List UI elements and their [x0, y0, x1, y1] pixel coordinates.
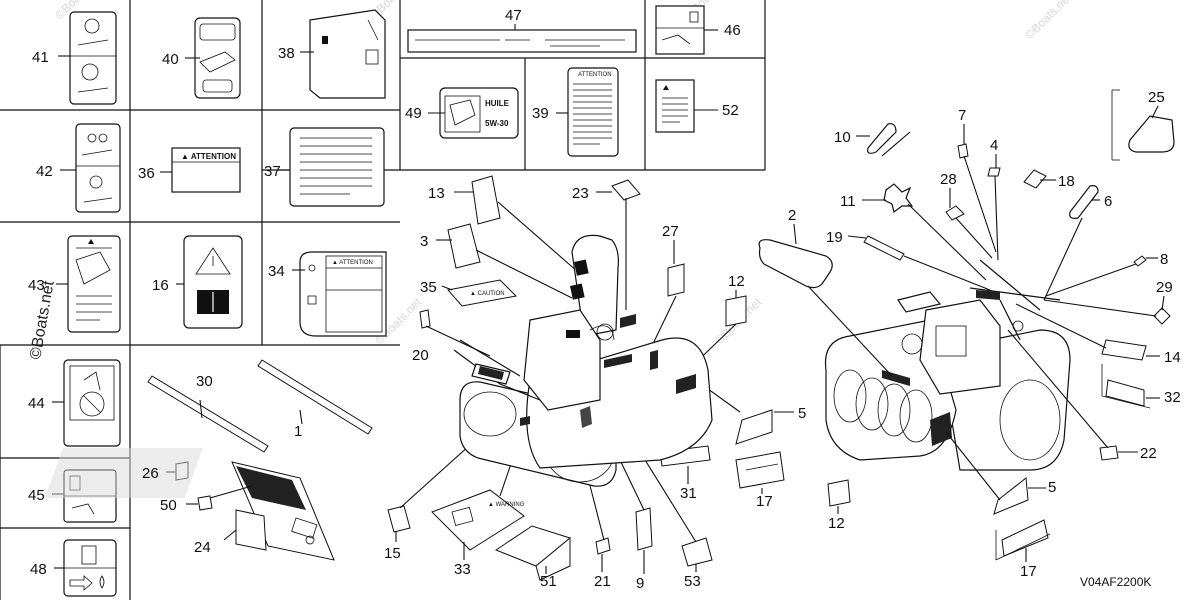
callout-37: 37: [264, 163, 281, 180]
callout-11: 11: [840, 193, 856, 210]
callout-16: 16: [152, 277, 169, 294]
label-44: [52, 359, 121, 447]
label-37: [278, 127, 385, 207]
callout-46: 46: [724, 22, 741, 39]
label-46: [655, 5, 718, 55]
callout-5a: 5: [798, 405, 806, 422]
callout-12b: 12: [828, 515, 845, 532]
snowblower-right: [824, 259, 1071, 471]
callout-43: 43: [28, 277, 45, 294]
attention-fr-text: ATTENTION: [578, 72, 612, 78]
callout-32: 32: [1164, 389, 1181, 406]
callout-38: 38: [278, 45, 295, 62]
label-39: ATTENTION: [556, 67, 619, 157]
callout-44: 44: [28, 395, 45, 412]
callout-25: 25: [1148, 89, 1165, 106]
callout-47: 47: [505, 7, 522, 24]
label-34: ▲ ATTENTION: [292, 251, 387, 337]
huile-text: HUILE: [485, 99, 510, 108]
oil-grade-text: 5W-30: [485, 119, 509, 128]
callout-45: 45: [28, 487, 45, 504]
label-40: [185, 17, 241, 99]
callout-30: 30: [196, 373, 213, 390]
callout-15: 15: [384, 545, 401, 562]
label-36: ▲ ATTENTION: [160, 147, 241, 193]
callout-28: 28: [940, 171, 957, 188]
callout-6: 6: [1104, 193, 1112, 210]
callout-42: 42: [36, 163, 53, 180]
label-47: [407, 24, 637, 53]
caution-text: ▲ CAUTION: [470, 291, 505, 297]
callout-17a: 17: [756, 493, 773, 510]
callout-48: 48: [30, 561, 47, 578]
callout-23: 23: [572, 185, 589, 202]
label-16: [176, 235, 243, 329]
callout-50: 50: [160, 497, 177, 514]
callout-10: 10: [834, 129, 851, 146]
callout-17b: 17: [1020, 563, 1037, 580]
callout-13: 13: [428, 185, 445, 202]
loose-labels-left: ▲ CAUTION ▲ WARNING: [44, 175, 785, 581]
callout-31: 31: [680, 485, 697, 502]
attention-small-text: ▲ ATTENTION: [332, 260, 373, 266]
callout-29: 29: [1156, 279, 1173, 296]
callout-3: 3: [420, 233, 428, 250]
callout-12a: 12: [728, 273, 745, 290]
callout-36: 36: [138, 165, 155, 182]
attention-text: ▲ ATTENTION: [181, 152, 236, 161]
callout-27: 27: [662, 223, 679, 240]
callout-8: 8: [1160, 251, 1168, 268]
callout-4: 4: [990, 137, 998, 154]
label-49: HUILE 5W-30: [428, 87, 519, 139]
callout-49: 49: [405, 105, 422, 122]
warning-text: ▲ WARNING: [488, 502, 525, 508]
callout-26: 26: [142, 465, 159, 482]
snowblower-left: [453, 234, 713, 487]
callout-53: 53: [684, 573, 701, 590]
callout-52: 52: [722, 102, 739, 119]
callout-1: 1: [294, 423, 302, 440]
callout-5b: 5: [1048, 479, 1056, 496]
callout-39: 39: [532, 105, 549, 122]
callout-22: 22: [1140, 445, 1157, 462]
callout-35: 35: [420, 279, 437, 296]
callout-51: 51: [540, 573, 557, 590]
label-41: [58, 11, 117, 105]
loose-labels-right: [758, 89, 1175, 561]
callout-2: 2: [788, 207, 796, 224]
callout-40: 40: [162, 51, 179, 68]
label-43: [56, 235, 121, 333]
callouts: 41 40 38 47 46 49 39 52 42 36 37 43 16 3…: [28, 7, 1181, 592]
watermark: ©Boats.net: [1022, 0, 1074, 42]
label-42: [60, 123, 121, 213]
callout-33: 33: [454, 561, 471, 578]
callout-19: 19: [826, 229, 843, 246]
callout-14: 14: [1164, 349, 1181, 366]
label-52: [655, 79, 718, 133]
label-38: [300, 9, 386, 99]
diagram-code: V04AF2200K: [1080, 575, 1151, 589]
callout-7: 7: [958, 107, 966, 124]
callout-18: 18: [1058, 173, 1075, 190]
callout-41: 41: [32, 49, 49, 66]
label-48: [54, 539, 117, 597]
callout-24: 24: [194, 539, 211, 556]
callout-9: 9: [636, 575, 644, 592]
callout-21: 21: [594, 573, 611, 590]
label-grid: [0, 0, 766, 600]
callout-34: 34: [268, 263, 285, 280]
callout-20: 20: [412, 347, 429, 364]
